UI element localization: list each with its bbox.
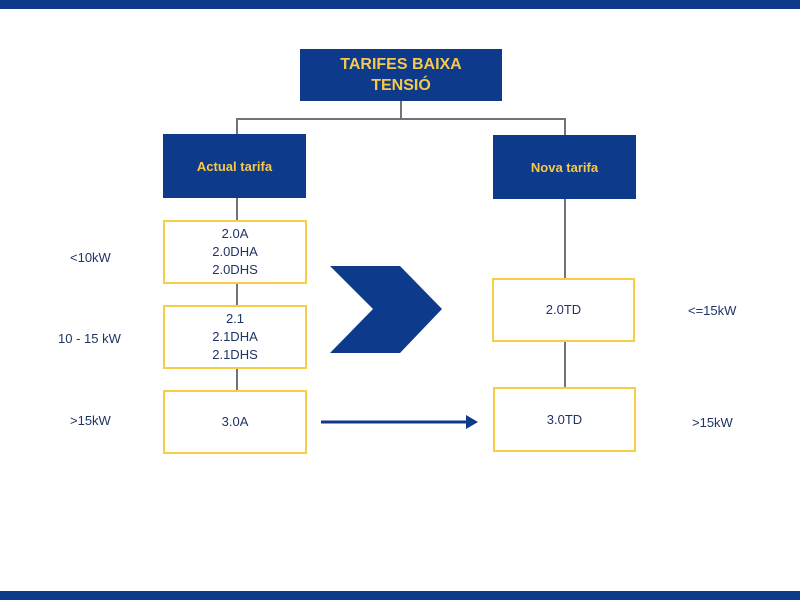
connector-right-down <box>564 118 566 135</box>
chevron-right-icon <box>330 266 442 353</box>
actual-tarifa-header: Actual tarifa <box>163 134 306 198</box>
title-line-2: TENSIÓ <box>371 77 431 94</box>
title-line-1: TARIFES BAIXA <box>340 56 462 73</box>
connector-2.0td-to-3.0td <box>564 342 566 387</box>
nova-box-2.0td: 2.0TD <box>492 278 635 342</box>
power-label-up-to-15kw: <=15kW <box>688 303 737 318</box>
connector-actual-to-box1 <box>236 198 238 220</box>
connector-nova-to-2.0td <box>564 199 566 278</box>
tariff-code: 2.0DHA <box>212 244 258 259</box>
connector-title-down <box>400 101 402 120</box>
tariff-code: 2.1DHS <box>212 347 258 362</box>
actual-box-2.1: 2.1 2.1DHA 2.1DHS <box>163 305 307 369</box>
connector-box2-to-box3 <box>236 369 238 390</box>
nova-tarifa-label: Nova tarifa <box>530 159 599 175</box>
tariff-code: 3.0A <box>221 414 249 429</box>
bottom-border-bar <box>0 591 800 600</box>
actual-tarifa-label: Actual tarifa <box>196 158 273 174</box>
tariff-code: 2.1 <box>225 311 245 326</box>
power-label-10-15kw: 10 - 15 kW <box>58 331 121 346</box>
tariff-code: 2.0DHS <box>212 262 258 277</box>
power-label-over-15kw-right: >15kW <box>692 415 733 430</box>
nova-tarifa-header: Nova tarifa <box>493 135 636 199</box>
connector-box1-to-box2 <box>236 284 238 305</box>
tariff-code: 3.0TD <box>546 411 583 427</box>
connector-horizontal <box>236 118 566 120</box>
tariff-code: 2.1DHA <box>212 329 258 344</box>
actual-box-3.0a: 3.0A <box>163 390 307 454</box>
actual-box-2.0: 2.0A 2.0DHA 2.0DHS <box>163 220 307 284</box>
tariff-code: 2.0TD <box>545 302 582 317</box>
arrow-head-icon <box>466 415 478 429</box>
power-label-over-15kw-left: >15kW <box>70 413 111 428</box>
nova-box-3.0td: 3.0TD <box>493 387 636 452</box>
power-label-under-10kw: <10kW <box>70 250 111 265</box>
title-box: TARIFES BAIXA TENSIÓ <box>300 49 502 101</box>
connector-left-down <box>236 118 238 134</box>
tariff-code: 2.0A <box>221 226 249 241</box>
top-border-bar <box>0 0 800 9</box>
